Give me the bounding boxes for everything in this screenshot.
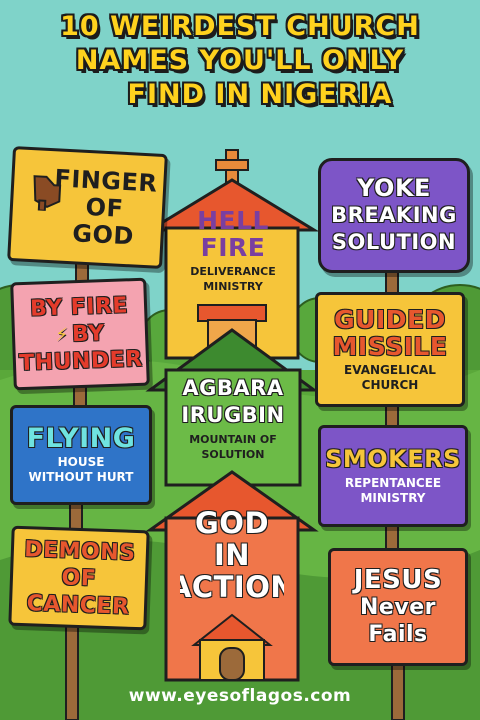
by-fire-line-2: BY bbox=[71, 320, 105, 347]
god-line-2: IN bbox=[213, 538, 251, 572]
jesus-line-1: JESUS bbox=[353, 564, 443, 595]
jesus-line-2: Never bbox=[360, 594, 436, 620]
sign-god-in-action: GOD IN ACTION bbox=[180, 500, 284, 610]
flying-sub-1: HOUSE bbox=[57, 455, 105, 469]
agbara-line-1: AGBARA bbox=[182, 375, 284, 400]
title-line-1: 10 WEIRDEST CHURCH bbox=[60, 11, 420, 42]
flying-line-1: FLYING bbox=[26, 423, 136, 454]
guided-line-1: GUIDED bbox=[334, 305, 446, 334]
sign-flying-house: FLYING HOUSE WITHOUT HURT bbox=[10, 405, 152, 505]
sign-jesus-never-fails: JESUS Never Fails bbox=[328, 548, 468, 666]
smokers-line-1: SMOKERS bbox=[325, 445, 461, 473]
title-line-3: FIND IN NIGERIA bbox=[127, 79, 393, 110]
by-fire-row: ⚡ BY bbox=[55, 320, 105, 349]
page-title: 10 WEIRDEST CHURCH NAMES YOU'LL ONLY FIN… bbox=[0, 10, 480, 112]
guided-sub-2: CHURCH bbox=[361, 378, 419, 392]
sign-by-fire: BY FIRE ⚡ BY THUNDER bbox=[10, 277, 150, 391]
jesus-line-3: Fails bbox=[368, 621, 428, 647]
smokers-sub-2: MINISTRY bbox=[360, 491, 426, 505]
by-fire-line-3: THUNDER bbox=[18, 346, 144, 376]
agbara-sub-1: MOUNTAIN OF bbox=[189, 432, 277, 446]
website-url[interactable]: www.eyesoflagos.com bbox=[128, 686, 352, 706]
demons-line-1: DEMONS bbox=[23, 536, 136, 566]
hell-fire-sub-1: DELIVERANCE bbox=[190, 264, 276, 278]
title-line-2: NAMES YOU'LL ONLY bbox=[75, 45, 405, 76]
by-fire-line-1: BY FIRE bbox=[29, 292, 129, 322]
sign-demons-of-cancer: DEMONS OF CANCER bbox=[8, 525, 150, 631]
yoke-line-1: YOKE bbox=[357, 174, 431, 202]
sign-yoke-breaking: YOKE BREAKING SOLUTION bbox=[318, 158, 470, 273]
agbara-line-2: IRUGBIN bbox=[181, 402, 285, 427]
sign-guided-missile: GUIDED MISSILE EVANGELICAL CHURCH bbox=[315, 292, 465, 407]
flying-sub-2: WITHOUT HURT bbox=[28, 470, 134, 484]
demons-line-2: OF bbox=[61, 564, 97, 592]
pointing-hand-icon bbox=[33, 175, 62, 212]
god-line-3: ACTION bbox=[180, 570, 284, 604]
hell-fire-line-2: FIRE bbox=[200, 232, 266, 262]
hell-fire-sub-2: MINISTRY bbox=[203, 279, 263, 293]
god-line-1: GOD bbox=[194, 506, 270, 540]
sign-hell-fire: HELL FIRE DELIVERANCE MINISTRY bbox=[186, 200, 280, 300]
sign-finger-of-god: FINGER OF GOD bbox=[7, 146, 168, 269]
hell-fire-line-1: HELL bbox=[197, 205, 269, 235]
guided-sub-1: EVANGELICAL bbox=[344, 363, 436, 377]
sign-agbara-irugbin: AGBARA IRUGBIN MOUNTAIN OF SOLUTION bbox=[178, 368, 288, 468]
lightning-icon: ⚡ bbox=[55, 323, 69, 346]
guided-line-2: MISSILE bbox=[332, 332, 448, 361]
finger-line-3: GOD bbox=[71, 219, 135, 251]
church-middle bbox=[145, 328, 319, 487]
smokers-sub-1: REPENTANCEE bbox=[344, 476, 442, 490]
yoke-line-2: BREAKING bbox=[331, 203, 457, 227]
finger-line-2: OF bbox=[84, 192, 125, 223]
agbara-sub-2: SOLUTION bbox=[201, 447, 265, 461]
demons-line-3: CANCER bbox=[26, 590, 130, 620]
church-bottom bbox=[145, 470, 319, 682]
sign-smokers: SMOKERS REPENTANCEE MINISTRY bbox=[318, 425, 468, 527]
yoke-line-3: SOLUTION bbox=[331, 230, 457, 254]
finger-line-1: FINGER bbox=[53, 164, 159, 198]
